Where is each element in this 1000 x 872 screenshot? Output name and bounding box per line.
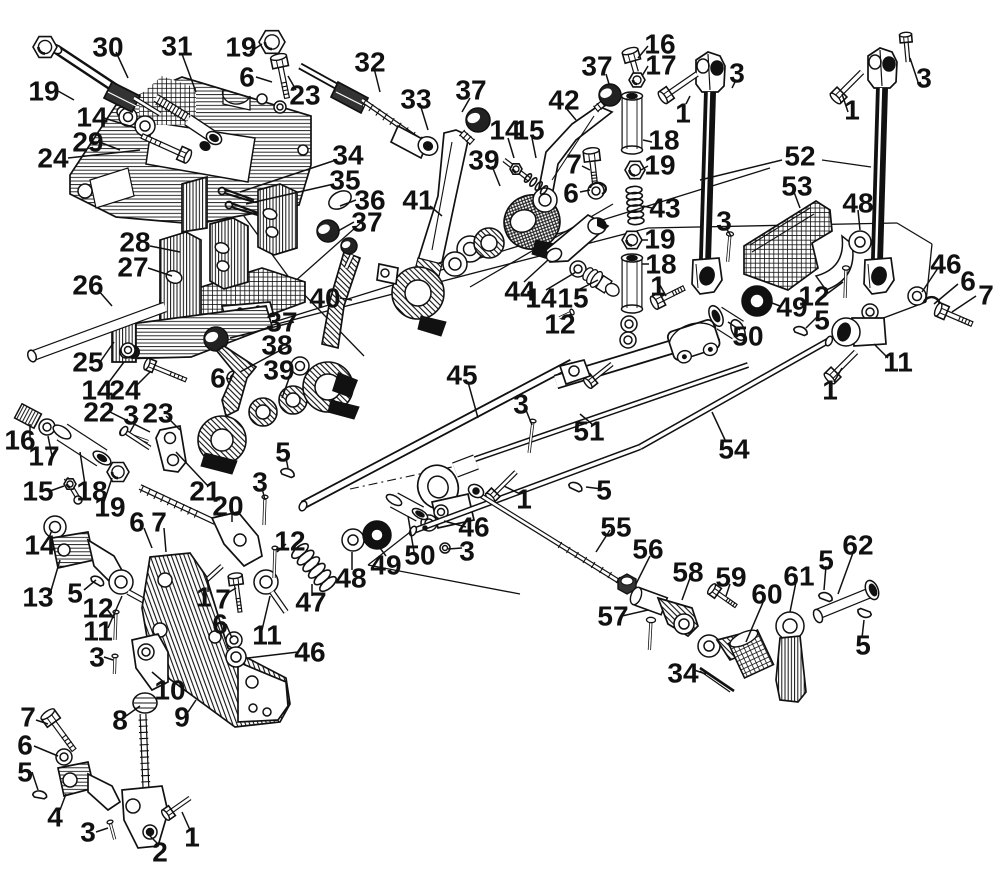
svg-text:55: 55 — [600, 512, 631, 543]
svg-text:17: 17 — [645, 50, 676, 81]
svg-text:23: 23 — [142, 398, 173, 429]
svg-text:7: 7 — [20, 702, 36, 733]
svg-text:3: 3 — [123, 400, 139, 431]
svg-text:23: 23 — [289, 80, 320, 111]
svg-text:39: 39 — [263, 355, 294, 386]
svg-text:19: 19 — [644, 150, 675, 181]
svg-text:62: 62 — [842, 530, 873, 561]
svg-text:1: 1 — [196, 582, 212, 613]
svg-text:51: 51 — [573, 416, 604, 447]
svg-text:49: 49 — [370, 550, 401, 581]
svg-text:32: 32 — [354, 47, 385, 78]
svg-text:13: 13 — [22, 582, 53, 613]
svg-text:3: 3 — [729, 58, 745, 89]
svg-text:8: 8 — [112, 705, 128, 736]
svg-text:54: 54 — [718, 434, 750, 465]
svg-text:3: 3 — [89, 642, 105, 673]
svg-text:37: 37 — [455, 75, 486, 106]
svg-text:6: 6 — [563, 178, 579, 209]
svg-text:5: 5 — [67, 578, 83, 609]
svg-text:12: 12 — [274, 526, 305, 557]
svg-text:7: 7 — [566, 149, 582, 180]
svg-text:6: 6 — [212, 609, 228, 640]
svg-text:31: 31 — [161, 31, 192, 62]
svg-text:6: 6 — [129, 507, 145, 538]
svg-text:39: 39 — [468, 145, 499, 176]
svg-text:46: 46 — [930, 249, 961, 280]
svg-text:46: 46 — [294, 637, 325, 668]
svg-text:48: 48 — [842, 188, 873, 219]
svg-text:56: 56 — [632, 534, 663, 565]
svg-text:14: 14 — [24, 530, 56, 561]
svg-text:17: 17 — [28, 441, 59, 472]
svg-text:19: 19 — [225, 32, 256, 63]
svg-text:5: 5 — [17, 757, 33, 788]
svg-text:50: 50 — [404, 540, 435, 571]
svg-text:2: 2 — [152, 837, 168, 868]
svg-text:5: 5 — [855, 630, 871, 661]
svg-text:3: 3 — [916, 63, 932, 94]
svg-text:48: 48 — [335, 563, 366, 594]
svg-text:20: 20 — [212, 491, 243, 522]
svg-text:15: 15 — [513, 115, 544, 146]
svg-text:19: 19 — [28, 76, 59, 107]
svg-text:9: 9 — [174, 702, 190, 733]
svg-text:40: 40 — [309, 283, 340, 314]
svg-text:34: 34 — [667, 658, 699, 689]
svg-text:5: 5 — [596, 475, 612, 506]
svg-text:11: 11 — [252, 620, 282, 651]
svg-text:22: 22 — [83, 397, 114, 428]
svg-text:19: 19 — [94, 492, 125, 523]
svg-text:45: 45 — [446, 360, 477, 391]
svg-text:53: 53 — [781, 171, 812, 202]
svg-text:50: 50 — [732, 321, 763, 352]
svg-text:1: 1 — [822, 375, 838, 406]
svg-text:33: 33 — [400, 84, 431, 115]
svg-text:4: 4 — [47, 802, 63, 833]
svg-text:41: 41 — [402, 185, 433, 216]
svg-text:3: 3 — [252, 467, 268, 498]
svg-text:3: 3 — [716, 206, 732, 237]
svg-text:37: 37 — [581, 51, 612, 82]
svg-text:1: 1 — [184, 822, 200, 853]
svg-text:57: 57 — [597, 601, 628, 632]
svg-text:52: 52 — [784, 141, 815, 172]
svg-text:27: 27 — [117, 252, 148, 283]
svg-text:25: 25 — [72, 347, 103, 378]
svg-text:26: 26 — [72, 270, 103, 301]
svg-text:42: 42 — [548, 85, 579, 116]
svg-text:6: 6 — [960, 266, 976, 297]
svg-text:3: 3 — [513, 389, 529, 420]
svg-text:7: 7 — [151, 507, 167, 538]
svg-text:43: 43 — [649, 193, 680, 224]
svg-text:5: 5 — [275, 437, 291, 468]
svg-text:1: 1 — [650, 271, 666, 302]
svg-text:1: 1 — [516, 484, 532, 515]
svg-text:12: 12 — [544, 309, 575, 340]
svg-text:30: 30 — [92, 32, 123, 63]
svg-text:1: 1 — [844, 95, 860, 126]
svg-text:47: 47 — [295, 587, 326, 618]
svg-text:15: 15 — [22, 476, 53, 507]
svg-text:6: 6 — [239, 62, 255, 93]
svg-text:5: 5 — [814, 305, 830, 336]
svg-text:46: 46 — [458, 512, 489, 543]
svg-text:37: 37 — [351, 207, 382, 238]
svg-text:3: 3 — [80, 817, 96, 848]
svg-text:61: 61 — [783, 561, 814, 592]
svg-text:7: 7 — [978, 280, 994, 311]
svg-text:24: 24 — [37, 143, 69, 174]
svg-text:29: 29 — [72, 127, 103, 158]
svg-text:60: 60 — [751, 579, 782, 610]
svg-text:59: 59 — [715, 562, 746, 593]
svg-text:5: 5 — [818, 545, 834, 576]
svg-text:11: 11 — [883, 347, 913, 378]
svg-text:6: 6 — [210, 363, 226, 394]
svg-text:58: 58 — [672, 557, 703, 588]
